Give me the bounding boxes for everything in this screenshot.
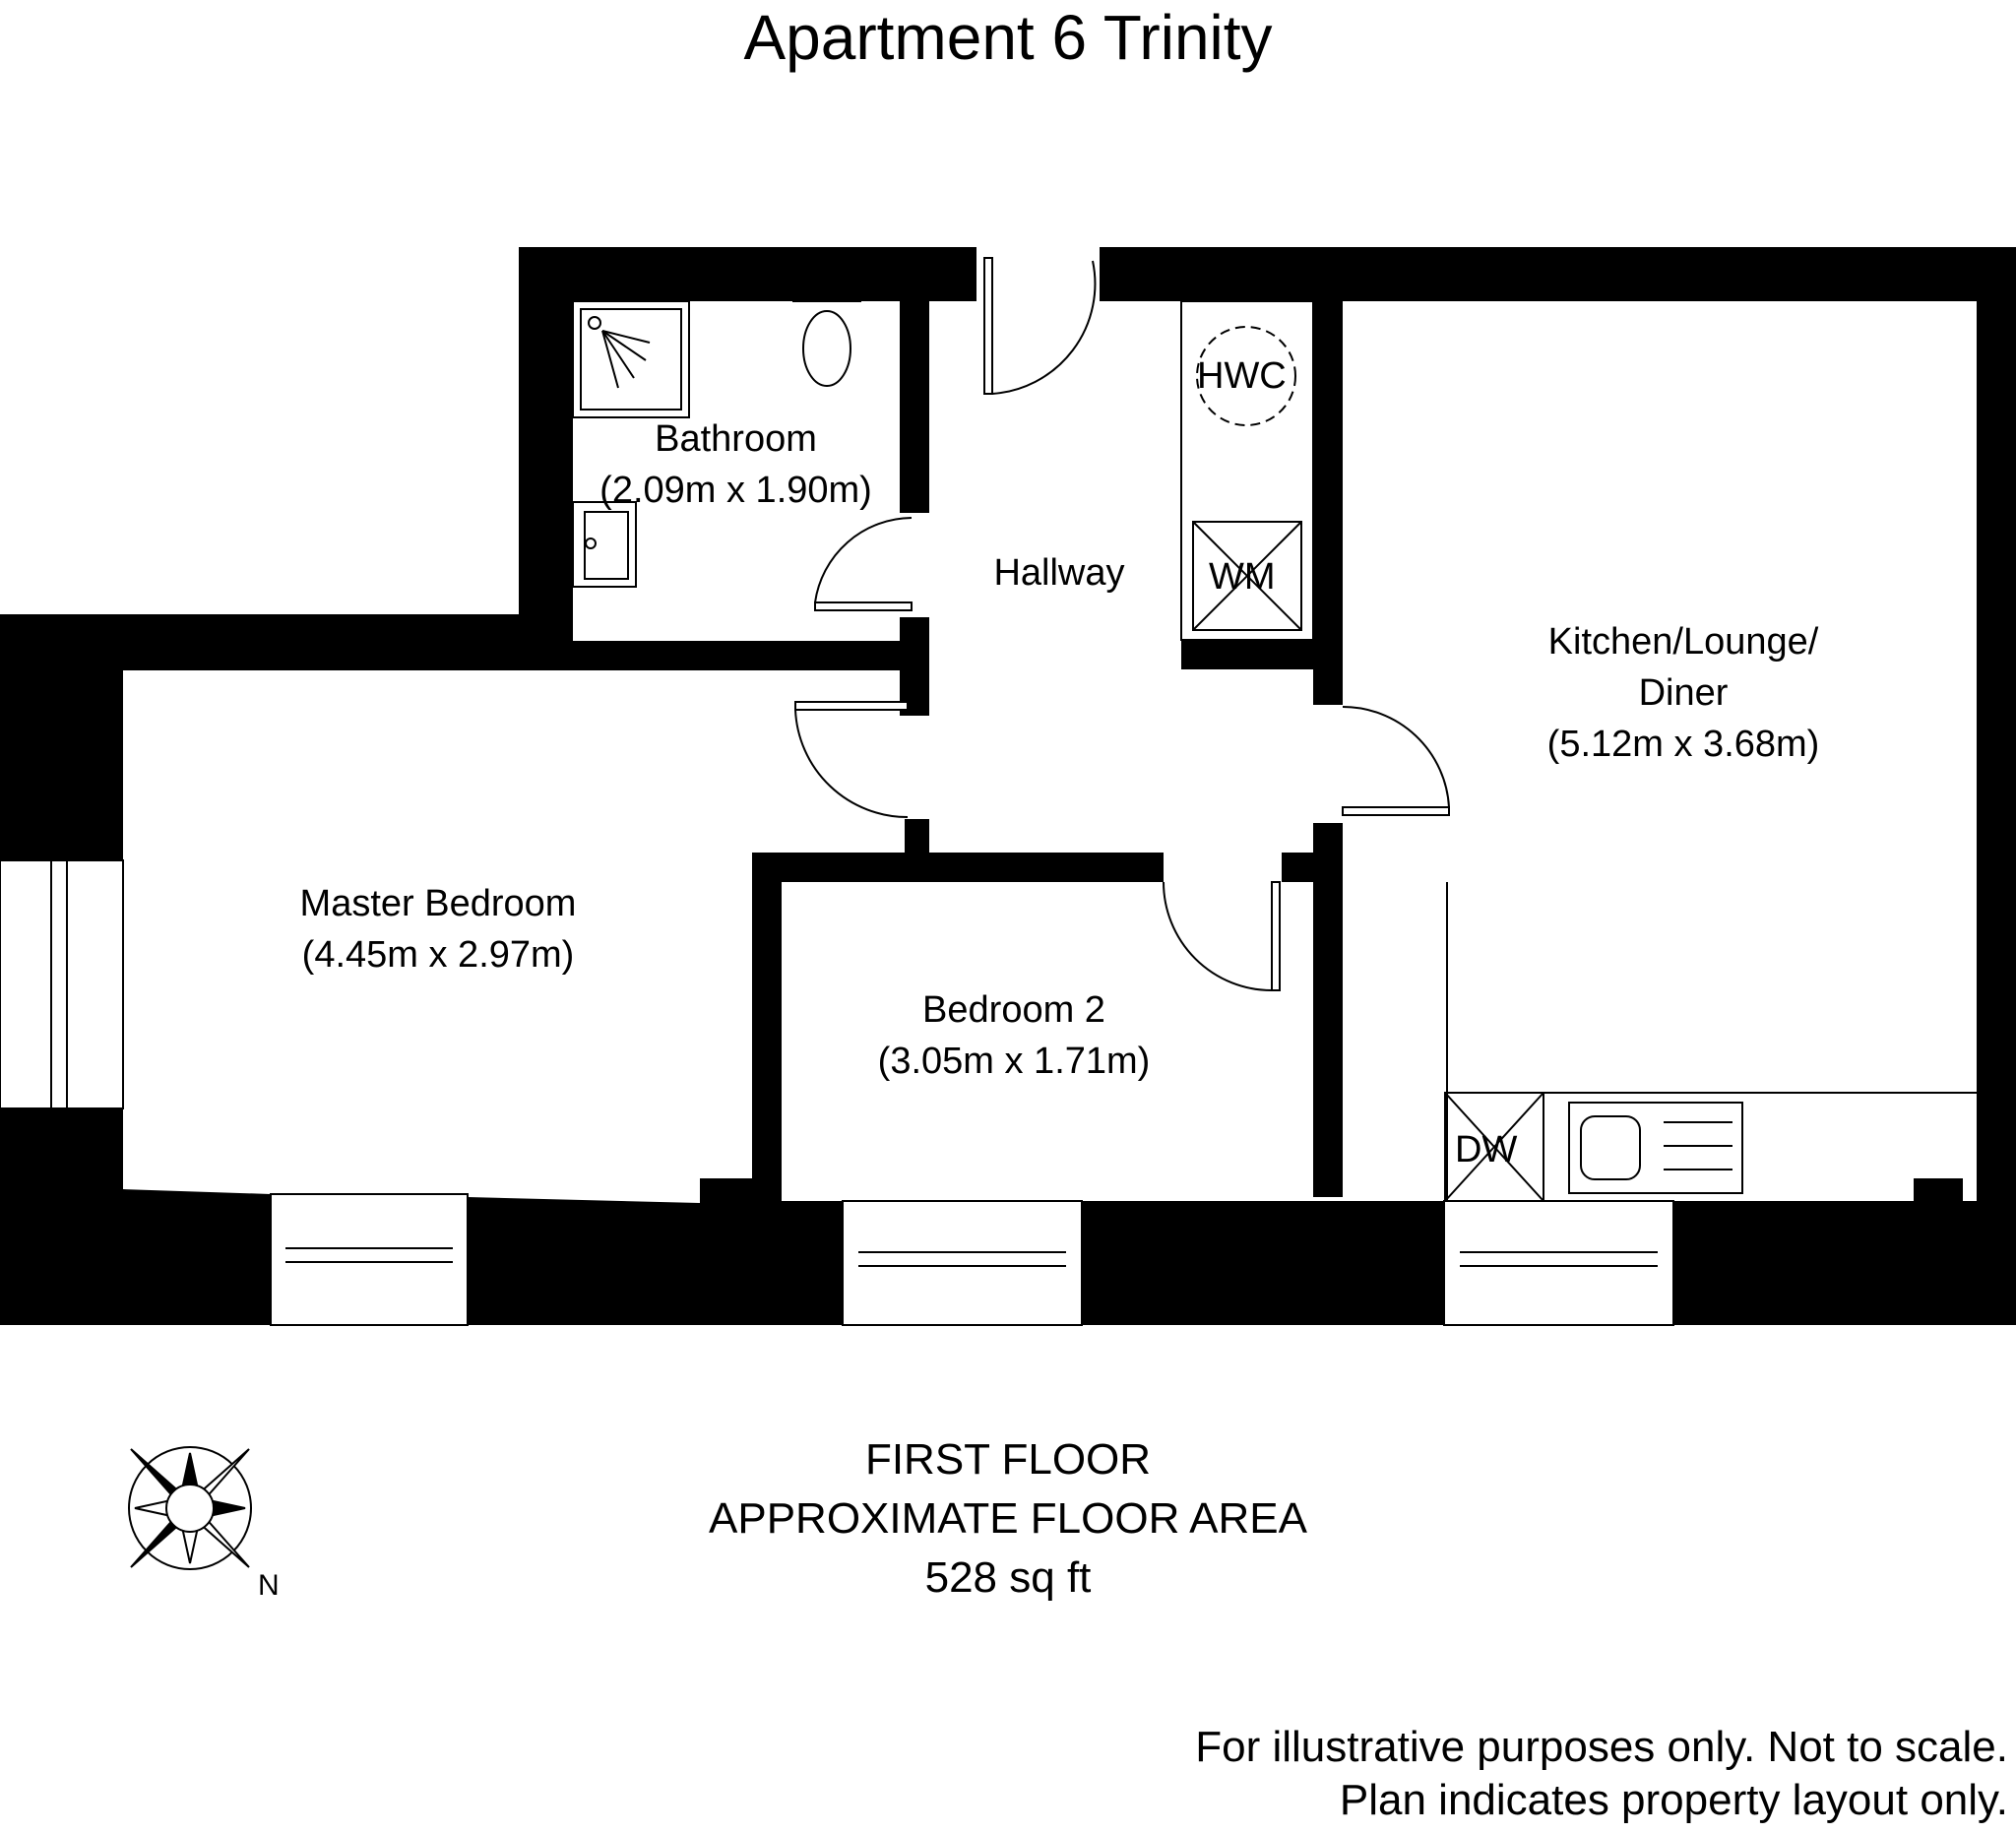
kitchen-sink-icon [1568, 1102, 1743, 1194]
compass-north-label: N [258, 1569, 280, 1602]
door-entrance-arc [991, 260, 1097, 395]
window-kitchen-bottom [1443, 1200, 1674, 1326]
floor-info: FIRST FLOOR APPROXIMATE FLOOR AREA 528 s… [0, 1430, 2016, 1608]
room-bedroom2-dims: (3.05m x 1.71m) [877, 1041, 1151, 1082]
fixture-hwc-label: HWC [1197, 355, 1287, 397]
wall-bath-left [519, 247, 573, 641]
doors [794, 257, 1450, 991]
cupboard-outline [1180, 300, 1314, 641]
room-bedroom2-name: Bedroom 2 [922, 989, 1105, 1031]
door-bathroom-arc [814, 517, 913, 603]
shower-tray-icon [572, 300, 690, 418]
fixture-dw-label: DW [1455, 1129, 1518, 1170]
wm-machine-icon [1192, 521, 1302, 631]
room-kitchen-dims: (5.12m x 3.68m) [1546, 724, 1820, 765]
wall-kitchen-left-lower [1313, 823, 1343, 1197]
wall-top-left [519, 247, 976, 301]
wall-bath-hall-upper [900, 301, 929, 513]
hwc-cylinder-icon [1196, 326, 1296, 426]
wall-bed2-top [752, 853, 1164, 882]
floor-level: FIRST FLOOR [864, 1435, 1152, 1484]
floor-area-label: APPROXIMATE FLOOR AREA [709, 1494, 1307, 1543]
wall-bed2-right-stub [1282, 853, 1343, 882]
door-bathroom-leaf [814, 601, 913, 611]
window-master-left [0, 859, 124, 1109]
dw-unit-icon [1444, 1092, 1544, 1202]
room-master-bedroom-dims: (4.45m x 2.97m) [301, 934, 575, 976]
room-hallway: Hallway [951, 547, 1167, 599]
toilet-bowl-icon [802, 310, 851, 387]
room-master-bedroom: Master Bedroom (4.45m x 2.97m) [226, 878, 650, 980]
bathroom-fixtures [572, 265, 861, 588]
toilet-cistern-icon [792, 265, 861, 302]
wall-cupboard-bottom [1181, 640, 1339, 669]
room-kitchen-name-line1: Kitchen/Lounge/ [1547, 621, 1819, 663]
compass-icon [128, 1446, 252, 1570]
windows [0, 859, 1674, 1326]
disclaimer-line1: For illustrative purposes only. Not to s… [1195, 1723, 2008, 1771]
window-master-bottom [270, 1193, 469, 1326]
wall-bottom-0 [0, 1108, 123, 1325]
wall-bottom-1 [123, 1189, 271, 1325]
wall-bottom-2 [468, 1178, 843, 1325]
door-entrance-leaf [983, 257, 993, 395]
wall-bottom-4 [1082, 1201, 1444, 1325]
wall-bottom-kitchen-stub [1914, 1178, 1963, 1208]
wall-kitchen-left-upper [1313, 301, 1343, 705]
wall-bed2-left [752, 853, 782, 1207]
door-master-leaf [794, 701, 909, 711]
room-bathroom: Bathroom (2.09m x 1.90m) [571, 413, 901, 516]
sink-icon [572, 501, 637, 588]
door-bed2-arc [1163, 881, 1273, 991]
floor-area-value: 528 sq ft [924, 1553, 1092, 1602]
disclaimer: For illustrative purposes only. Not to s… [1195, 1721, 2008, 1827]
room-master-bedroom-name: Master Bedroom [299, 883, 577, 924]
room-bathroom-dims: (2.09m x 1.90m) [599, 470, 872, 511]
door-kitchen-arc [1342, 705, 1450, 808]
wall-hall-bed2-stub [905, 819, 929, 882]
kitchen-fixtures [1444, 882, 1977, 1202]
door-master-arc [794, 709, 909, 819]
wall-right [1977, 247, 2016, 1325]
room-kitchen: Kitchen/Lounge/ Diner (5.12m x 3.68m) [1477, 616, 1890, 770]
wall-top-right [1100, 247, 2016, 301]
walls [0, 247, 2016, 1325]
wall-left-upper [0, 614, 123, 860]
disclaimer-line2: Plan indicates property layout only. [1339, 1776, 2008, 1824]
room-bathroom-name: Bathroom [655, 418, 817, 460]
cupboard-fixtures [1180, 300, 1314, 641]
window-bed2-bottom [842, 1200, 1083, 1326]
door-bed2-leaf [1271, 881, 1281, 991]
room-bedroom2: Bedroom 2 (3.05m x 1.71m) [837, 984, 1191, 1087]
room-kitchen-name-line2: Diner [1638, 672, 1729, 714]
door-kitchen-leaf [1342, 806, 1450, 816]
wall-bath-bottom [519, 641, 929, 670]
fixture-wm-label: WM [1209, 556, 1276, 598]
page-title: Apartment 6 Trinity [743, 2, 1273, 73]
room-hallway-name: Hallway [993, 552, 1125, 594]
wall-bottom-5 [1673, 1201, 2016, 1325]
